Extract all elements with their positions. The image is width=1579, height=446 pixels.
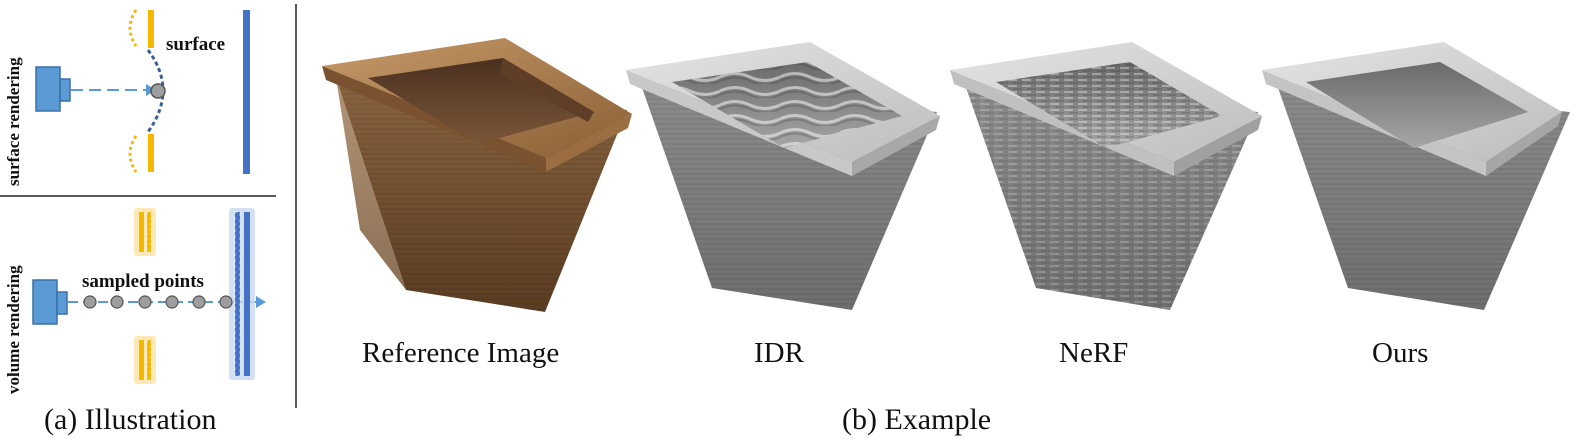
label-surface-rendering: surface rendering [4, 57, 23, 186]
wall-bottom [244, 212, 250, 376]
sampled-points [83, 295, 233, 309]
ray-arrow-bottom [256, 296, 266, 308]
surface-hit-point [150, 83, 166, 99]
render-nerf [950, 42, 1262, 310]
occluder-top-lower [148, 134, 154, 172]
occluder-curve-upper [128, 9, 138, 47]
occluder-dotted-lower [146, 339, 152, 381]
label-volume-rendering: volume rendering [4, 265, 23, 394]
render-ours [1262, 42, 1570, 310]
camera-icon-bottom [32, 279, 68, 325]
occluder-bar-upper [139, 212, 144, 252]
annotation-sampled-points: sampled points [82, 271, 204, 292]
wall-top [243, 10, 250, 174]
label-idr: IDR [754, 337, 804, 369]
wall-glow [229, 208, 255, 380]
occluder-glow-lower [134, 336, 156, 384]
render-idr [626, 42, 940, 310]
camera-icon-top [35, 66, 71, 112]
label-nerf: NeRF [1059, 337, 1129, 369]
caption-example: (b) Example [842, 403, 992, 436]
wall-dotted [234, 211, 241, 377]
render-reference-image [322, 38, 632, 312]
occluder-curve-lower [128, 135, 138, 173]
caption-illustration: (a) Illustration [44, 403, 217, 436]
occluder-bar-lower [139, 340, 144, 380]
annotation-surface: surface [166, 34, 226, 55]
label-reference-image: Reference Image [362, 337, 560, 369]
occluder-top-upper [148, 10, 154, 48]
label-ours: Ours [1372, 337, 1429, 369]
occluder-glow-upper [134, 208, 156, 256]
occluder-dotted-upper [146, 211, 152, 253]
